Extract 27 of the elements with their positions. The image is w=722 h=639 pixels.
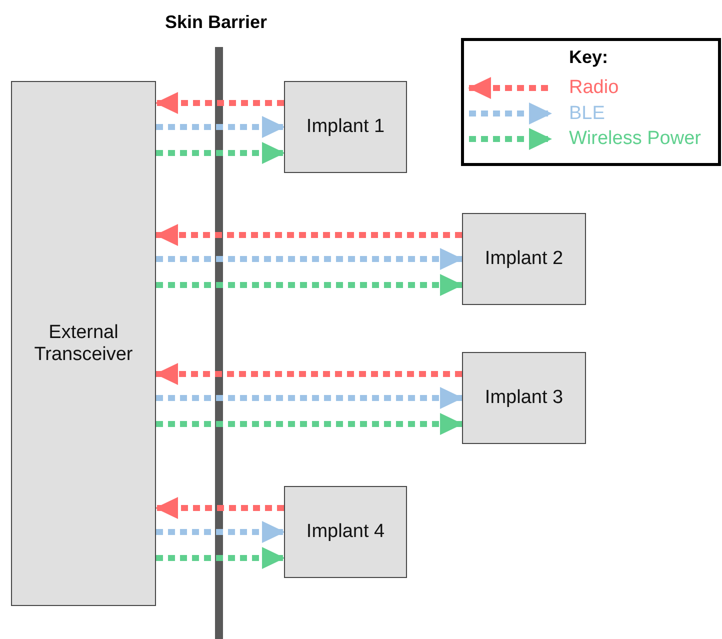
legend-title: Key: <box>569 47 608 68</box>
process-box <box>462 352 586 444</box>
process-box <box>11 81 156 606</box>
process-box <box>284 81 407 173</box>
arrow <box>156 387 463 409</box>
legend-text: Radio <box>569 77 619 99</box>
arrow <box>156 413 463 435</box>
arrow <box>155 224 462 246</box>
arrow <box>156 248 463 270</box>
arrow <box>156 274 463 296</box>
arrow <box>156 547 285 569</box>
arrow <box>156 521 285 543</box>
barrier-label: Skin Barrier <box>165 12 268 33</box>
node-label: Implant 4 <box>306 521 385 543</box>
arrow <box>156 142 285 164</box>
arrow <box>155 363 462 385</box>
arrow <box>155 92 284 114</box>
node-label: External Transceiver <box>33 322 134 366</box>
arrow <box>156 116 285 138</box>
process-box <box>462 213 586 305</box>
node-label: Implant 1 <box>306 116 385 138</box>
legend-text: BLE <box>569 102 605 124</box>
arrow <box>155 497 284 519</box>
node-label: Implant 3 <box>484 387 564 409</box>
node-label: Implant 2 <box>484 248 564 270</box>
process-box <box>284 486 407 578</box>
legend-text: Wireless Power <box>569 128 701 150</box>
